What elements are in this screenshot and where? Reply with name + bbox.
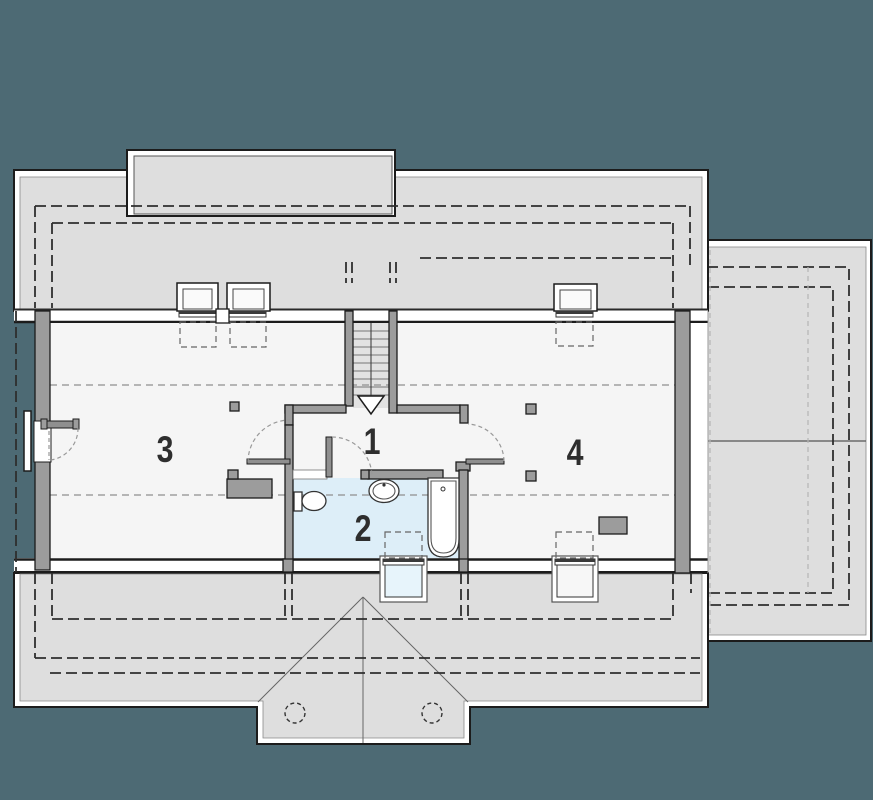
room-label-1: 1 <box>364 421 381 463</box>
stair-down-arrow <box>356 395 386 416</box>
room-label-3: 3 <box>157 429 174 471</box>
sink-icon <box>368 478 400 504</box>
stairwell-wall-right <box>388 310 398 414</box>
roof-window-room4 <box>551 531 599 603</box>
chimney-room4 <box>598 516 628 535</box>
pillar-between-dormers <box>215 308 230 324</box>
chimney-blocks <box>226 469 628 535</box>
door-leaf <box>325 436 333 478</box>
porch-column-dashed <box>421 702 443 724</box>
door-swing-arc <box>467 423 505 462</box>
door-swing-arc <box>331 436 373 478</box>
interior-walls <box>282 310 471 573</box>
door-leaf <box>246 458 291 465</box>
east-gable-wall <box>674 310 691 574</box>
porch-column-dashed <box>284 702 306 724</box>
dormer-window-1 <box>176 282 219 348</box>
top-exterior-wall <box>14 308 708 324</box>
staircase <box>353 323 389 408</box>
room-label-4: 4 <box>567 432 584 474</box>
dormer-window-3 <box>553 283 598 347</box>
door-room3-hall <box>246 419 291 465</box>
roof-dormer-block <box>126 149 396 217</box>
door-swing-arc <box>247 419 291 463</box>
bathtub-icon <box>427 477 460 558</box>
ceiling-height-dashed-lines <box>50 384 675 496</box>
room-label-2: 2 <box>355 508 372 550</box>
dormer-window-2 <box>226 282 271 348</box>
toilet-icon <box>293 490 327 512</box>
roof-window-bathroom <box>379 531 428 603</box>
bottom-exterior-wall <box>14 558 708 573</box>
porch-roof <box>257 596 469 743</box>
gable-door <box>23 410 80 472</box>
door-leaf <box>465 458 505 465</box>
roof-overhang-dashed-lines <box>34 205 700 674</box>
garage-eave-dashed-outline <box>678 266 850 606</box>
door-room4 <box>465 423 505 465</box>
exterior-door-leaf <box>23 410 32 472</box>
stairwell-wall-left <box>344 310 354 407</box>
structural-columns <box>229 401 537 482</box>
door-bathroom <box>325 436 373 478</box>
room-labels: 1 2 3 4 <box>157 421 584 550</box>
chimney-left <box>226 478 273 499</box>
door-swing-arc <box>50 427 79 461</box>
east-eave-strip <box>690 323 708 558</box>
bathroom-west-wall <box>284 424 294 571</box>
bathroom-east-wall <box>458 469 469 573</box>
